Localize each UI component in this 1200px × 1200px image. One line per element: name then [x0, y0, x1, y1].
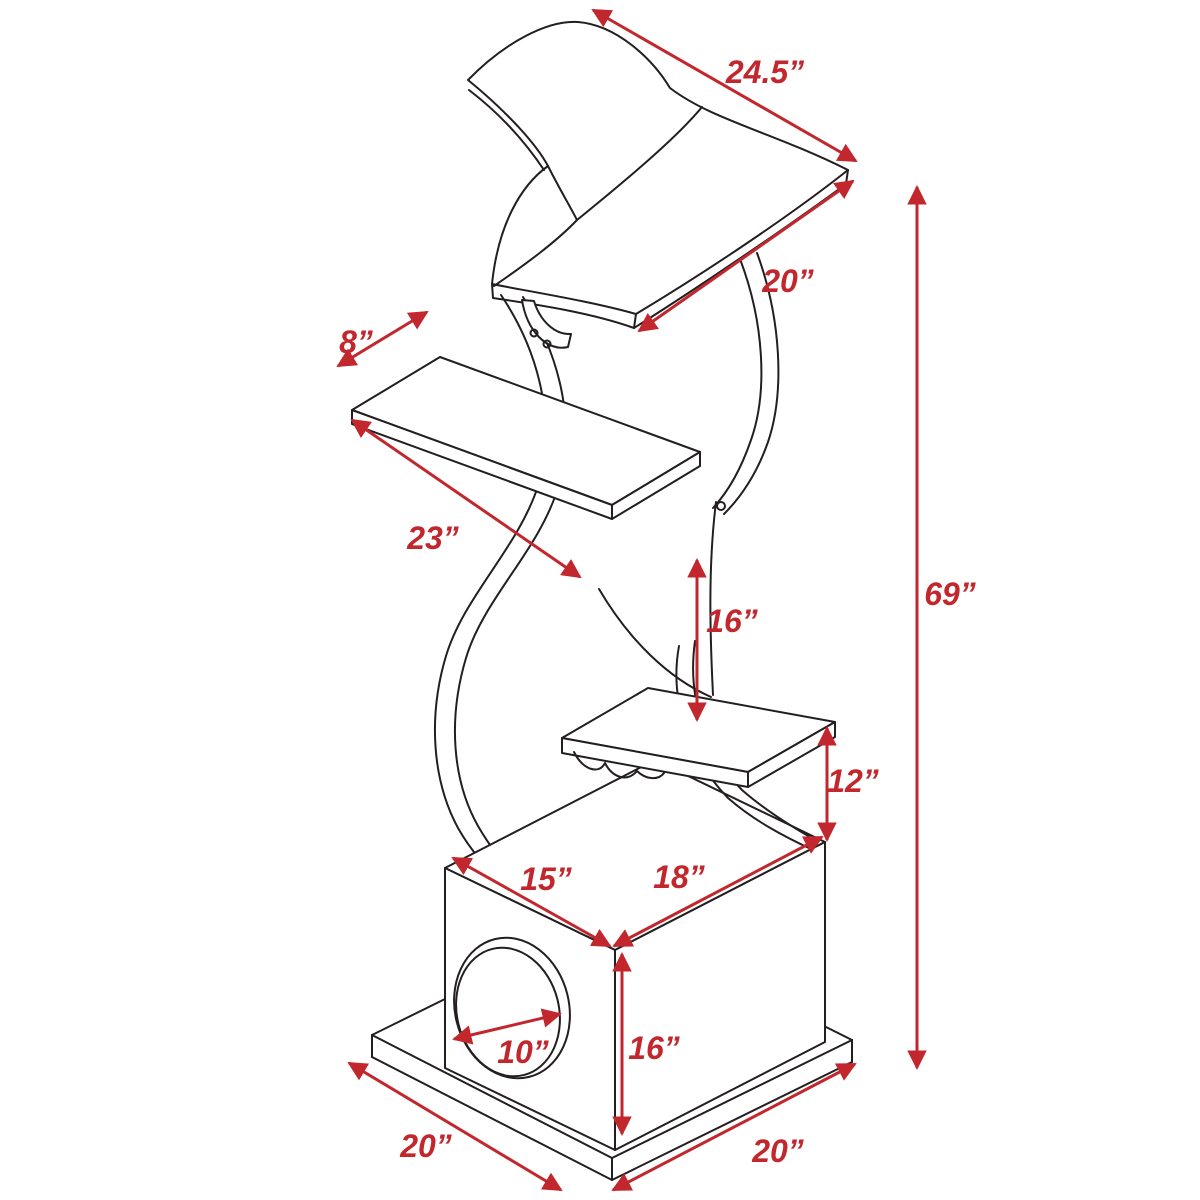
dimension-label: 16”: [706, 603, 758, 639]
dimension-20-base-right: 20”: [611, 1062, 857, 1192]
screw-dot: [716, 501, 726, 511]
dimension-label: 20”: [761, 263, 814, 299]
top-curved-platform: [467, 20, 849, 349]
dimension-20-base-left: 20”: [347, 1061, 563, 1192]
dimension-label: 20”: [751, 1133, 804, 1169]
dimension-16-mid-height: 16”: [687, 558, 758, 722]
dimension-15-cube-top-left: 15”: [451, 856, 612, 948]
dimension-label: 69”: [924, 576, 976, 612]
dimension-label: 15”: [520, 861, 572, 897]
dimension-20-platform: 20”: [637, 179, 855, 333]
dimension-label: 16”: [628, 1030, 680, 1066]
dimension-label: 18”: [653, 859, 705, 895]
dimension-18-cube-top-right: 18”: [612, 835, 824, 948]
dimension-8-shelf-depth: 8”: [336, 310, 429, 368]
mounting-bracket: [521, 299, 572, 349]
dimension-label: 10”: [497, 1034, 549, 1070]
dimension-16-cube-height: 16”: [612, 952, 680, 1136]
screw-dot: [542, 339, 552, 349]
dimension-label: 24.5”: [725, 54, 804, 90]
upper-shelf: [351, 356, 701, 520]
dimension-label: 20”: [399, 1128, 452, 1164]
dimension-label: 8”: [339, 324, 373, 360]
dimension-23-shelf-length: 23”: [350, 418, 582, 579]
dimension-69-total-height: 69”: [907, 185, 976, 1070]
scalloped-bracket: [573, 751, 665, 779]
screw-dot: [529, 328, 539, 338]
dimension-label: 23”: [406, 520, 459, 556]
dimension-24-5: 24.5”: [591, 8, 858, 163]
dimension-12-shelf-to-cube: 12”: [817, 726, 879, 842]
middle-shelf: [561, 687, 836, 788]
dimension-label: 12”: [827, 763, 879, 799]
